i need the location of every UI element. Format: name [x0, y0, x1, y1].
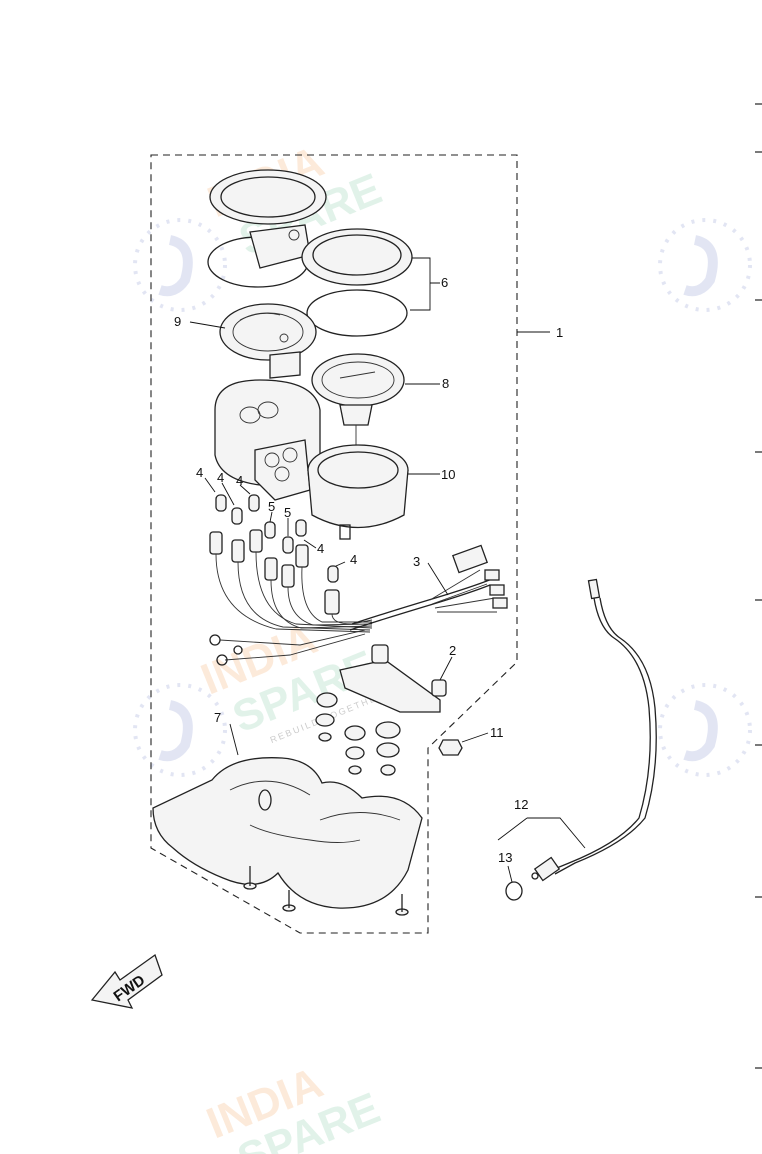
bracket: [339, 644, 447, 713]
wire-harness: [209, 544, 508, 666]
lower-housing: [152, 757, 423, 909]
indicator-block: [249, 224, 311, 269]
watermark-bottom: INDIA SPARE: [200, 1058, 387, 1154]
callout-5b: 5: [284, 505, 291, 520]
nut-11: [438, 739, 463, 756]
callout-6: 6: [441, 275, 448, 290]
callout-5a: 5: [268, 499, 275, 514]
speedometer-dial: [311, 353, 405, 445]
speedometer-cable: [531, 578, 657, 882]
sockets: [209, 529, 340, 615]
meter-case: [214, 379, 321, 501]
callout-1: 1: [556, 325, 563, 340]
callout-3: 3: [413, 554, 420, 569]
callout-4b: 4: [217, 470, 224, 485]
callout-4c: 4: [236, 473, 243, 488]
callout-labels: 1 2 3 4 4 4 4 4 5 5 6 7 8 9 10 11 12 13: [174, 275, 563, 865]
leader-lines: [189, 257, 586, 883]
callout-9: 9: [174, 314, 181, 329]
watermark-wrench-icon: [133, 218, 752, 777]
callout-10: 10: [441, 467, 455, 482]
callout-4a: 4: [196, 465, 203, 480]
grommets: [315, 692, 401, 776]
screws: [243, 866, 409, 916]
tachometer-dial: [219, 303, 317, 379]
bezel-right: [301, 228, 413, 337]
speedometer-cup: [307, 444, 409, 540]
callout-4d: 4: [317, 541, 324, 556]
callout-13: 13: [498, 850, 512, 865]
callout-8: 8: [442, 376, 449, 391]
page-edge-ticks: [755, 103, 762, 1069]
o-ring: [505, 881, 523, 901]
callout-2: 2: [449, 643, 456, 658]
callout-4e: 4: [350, 552, 357, 567]
callout-12: 12: [514, 797, 528, 812]
fwd-arrow-icon: FWD: [90, 953, 163, 1009]
callout-7: 7: [214, 710, 221, 725]
assembly-boundary: [150, 154, 518, 934]
callout-11: 11: [490, 725, 504, 740]
bulbs: [215, 494, 339, 583]
